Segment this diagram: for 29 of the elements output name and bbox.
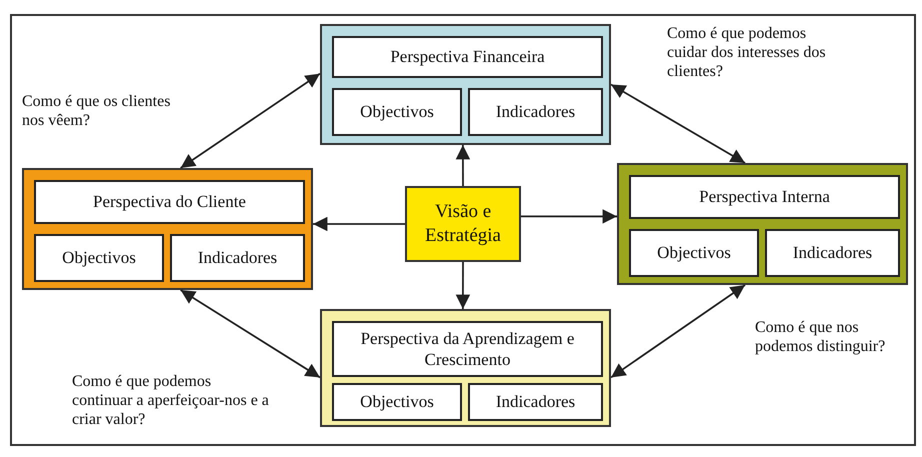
text-box: Indicadores xyxy=(468,383,603,421)
arrow xyxy=(180,289,320,378)
text-box: Indicadores xyxy=(765,229,900,277)
text-box: Perspectiva da Aprendizagem e Crescimento xyxy=(332,321,603,377)
vision-box: Visão e Estratégia xyxy=(405,186,521,262)
text-box: Perspectiva Interna xyxy=(629,175,900,219)
text-box: Perspectiva do Cliente xyxy=(34,180,305,224)
question-text: Como é que os clientes nos vêem? xyxy=(22,92,172,130)
perspective-panel xyxy=(320,24,611,145)
arrow xyxy=(610,284,746,378)
question-text: Como é que nos podemos distinguir? xyxy=(755,318,886,356)
perspective-panel xyxy=(320,309,611,427)
question-text: Como é que podemos continuar a aperfeiçoar-nos e a criar valor? xyxy=(72,372,270,430)
perspective-panel xyxy=(617,163,908,285)
text-box: Perspectiva Financeira xyxy=(332,36,603,78)
arrow xyxy=(521,209,617,224)
arrow xyxy=(313,216,405,232)
text-box: Objectivos xyxy=(34,234,164,282)
text-box: Objectivos xyxy=(629,229,759,277)
text-box: Objectivos xyxy=(332,88,462,136)
arrow xyxy=(610,84,746,164)
question-text: Como é que podemos cuidar dos interesses dos clientes? xyxy=(667,24,827,82)
perspective-panel xyxy=(22,168,313,290)
text-box: Indicadores xyxy=(170,234,305,282)
arrow xyxy=(456,262,470,309)
text-box: Objectivos xyxy=(332,383,462,421)
arrow xyxy=(456,145,470,186)
arrow xyxy=(180,72,320,169)
text-box: Indicadores xyxy=(468,88,603,136)
